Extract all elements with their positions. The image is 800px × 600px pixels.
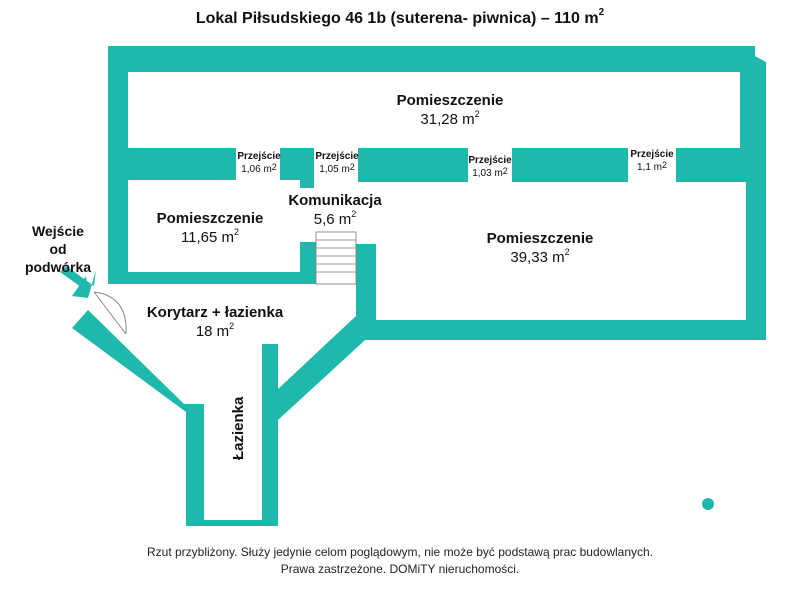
disclaimer: Rzut przybliżony. Służy jedynie celom po… [146,545,654,576]
passage-1-label: Przejście 1,06 m2 [237,151,281,175]
wall-divider-3 [358,148,468,182]
wall-corridor-right [262,316,376,420]
entry-arrow-icon [60,266,96,298]
room-komunikacja-label: Komunikacja 5,6 m2 [288,192,382,228]
passage-4-label: Przejście 1,1 m2 [630,149,674,173]
wall-left-outer [108,46,128,284]
wall-divider-1 [126,148,236,180]
door-swing-icon [93,291,127,335]
entry-label: Wejście od podwórka [24,223,92,276]
plan-title: Lokal Piłsudskiego 46 1b (suterena- piwn… [195,7,605,27]
stairs-icon [315,231,357,285]
dot-marker [702,498,714,510]
wall-bath-bottom [186,520,278,526]
wall-right-bottom [356,320,766,340]
wall-right-outer [746,170,766,340]
wall-corridor-left [72,310,204,520]
room-right-label: Pomieszczenie 39,33 m2 [486,230,594,266]
wall-left-bottom [108,242,318,284]
room-left-label: Pomieszczenie 11,65 m2 [156,210,264,246]
wall-top [108,46,755,98]
room-lazienka-label: Łazienka [230,396,247,460]
passage-3-label: Przejście 1,03 m2 [468,155,512,179]
passage-2-label: Przejście 1,05 m2 [315,151,359,175]
room-korytarz-label: Korytarz + łazienka 18 m2 [146,304,284,340]
room-top-label: Pomieszczenie 31,28 m2 [396,92,504,128]
wall-divider-4 [512,148,628,182]
wall-bath-right [262,404,278,526]
wall-divider-2 [280,148,314,188]
